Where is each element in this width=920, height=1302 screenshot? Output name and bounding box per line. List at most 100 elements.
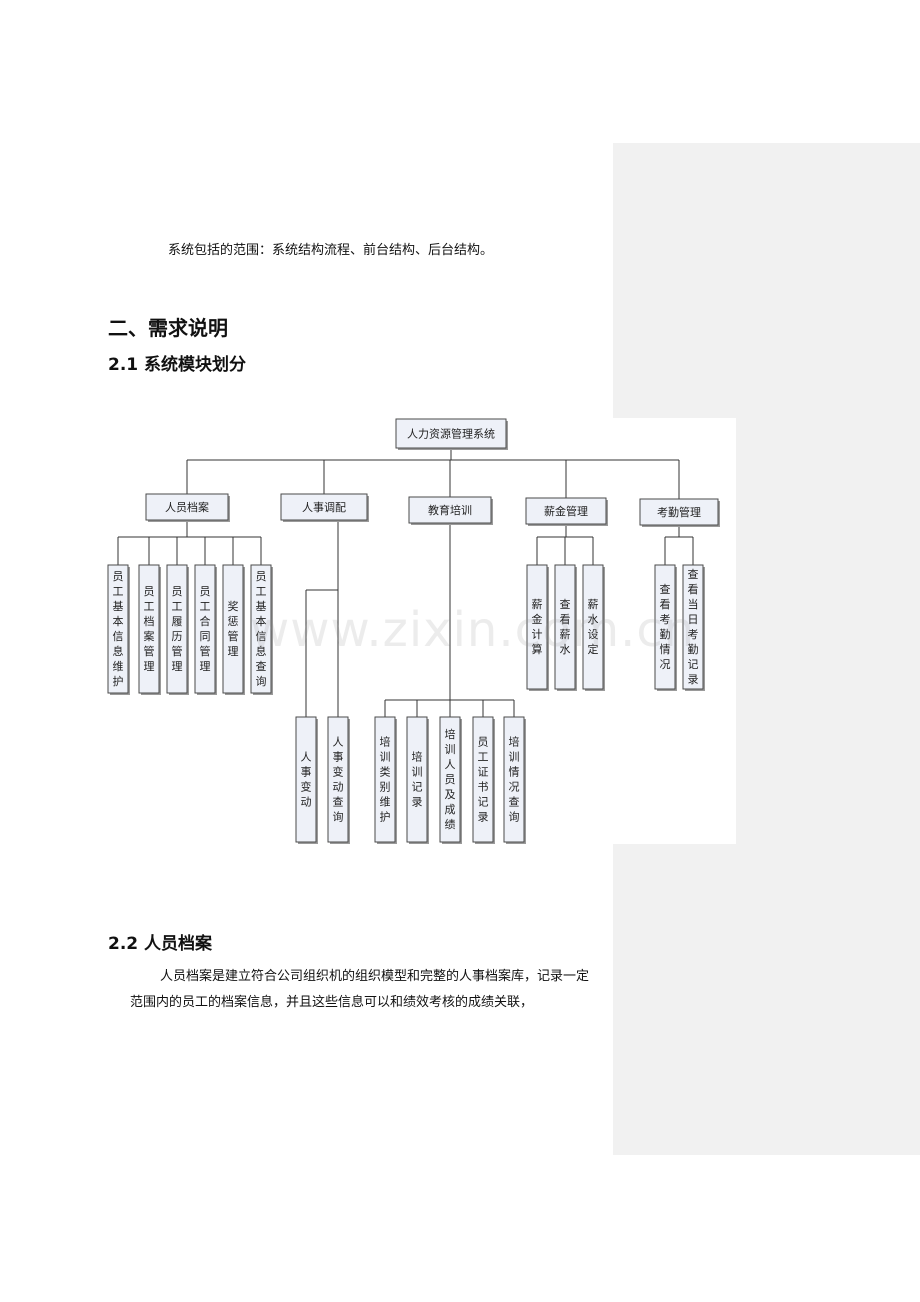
sub-node-2-0-label: 培训类别维护 [380, 735, 391, 824]
box-border [408, 496, 492, 524]
sub-node-2-3: 员工证书记录 [472, 716, 495, 844]
label-char: 记 [688, 658, 699, 671]
sub-node-0-5-label: 员工基本信息查询 [256, 570, 267, 688]
sub-node-0-5: 员工基本信息查询 [250, 564, 273, 695]
label-char: 变 [333, 765, 344, 779]
label-char: 理 [228, 645, 239, 658]
module-node-4: 考勤管理 [639, 498, 720, 527]
label-char: 勤 [688, 643, 699, 656]
label-char: 询 [256, 675, 267, 688]
sub-node-2-4-label: 培训情况查询 [509, 735, 520, 824]
scope-text: 系统包括的范围：系统结构流程、前台结构、后台结构。 [168, 243, 494, 258]
sub-node-0-4: 奖惩管理 [222, 564, 245, 695]
module-node-2-label: 教育培训 [428, 503, 472, 517]
sub-node-0-1-label: 员工档案管理 [144, 585, 155, 673]
label-char: 成 [445, 803, 456, 816]
label-char: 人 [445, 758, 456, 771]
label-char: 管 [228, 629, 239, 643]
label-char: 录 [412, 796, 423, 809]
label-char: 变 [301, 780, 312, 794]
label-char: 情 [509, 766, 520, 779]
label-char: 查 [509, 795, 520, 809]
box-border [166, 564, 188, 694]
label-char: 维 [113, 660, 124, 673]
label-char: 考 [688, 628, 699, 641]
label-char: 员 [144, 585, 155, 598]
box-border [639, 498, 719, 526]
label-char: 看 [688, 582, 699, 596]
sub-node-4-0-label: 查看考勤情况 [660, 582, 671, 671]
sub-node-2-4: 培训情况查询 [503, 716, 526, 844]
label-char: 基 [256, 600, 267, 613]
sub-node-0-2: 员工履历管理 [166, 564, 189, 695]
label-char: 定 [588, 642, 599, 656]
sub-node-4-0: 查看考勤情况 [654, 564, 677, 691]
box-border [526, 564, 548, 690]
box-border [439, 716, 461, 843]
sub-node-2-0: 培训类别维护 [374, 716, 397, 844]
sub-node-0-2-label: 员工履历管理 [172, 585, 183, 673]
label-char: 查 [560, 597, 571, 611]
label-char: 日 [688, 613, 699, 626]
label-char: 息 [113, 644, 124, 658]
chart-nodes: 人力资源管理系统人员档案人事调配教育培训薪金管理考勤管理员工基本信息维护员工档案… [107, 418, 720, 844]
label-char: 息 [256, 644, 267, 658]
sub-node-3-2-label: 薪水设定 [588, 598, 599, 656]
label-char: 记 [478, 796, 489, 809]
label-char: 录 [478, 811, 489, 824]
sub-node-2-2: 培训人员及成绩 [439, 716, 462, 844]
label-char: 水 [588, 613, 599, 626]
sub-node-1-0: 人事变动 [295, 716, 318, 844]
label-char: 看 [560, 612, 571, 626]
module-node-3-label: 薪金管理 [544, 504, 588, 518]
label-char: 基 [113, 600, 124, 613]
label-char: 金 [532, 612, 543, 626]
label-char: 员 [172, 585, 183, 598]
label-char: 理 [144, 660, 155, 673]
box-border [374, 716, 396, 843]
label-char: 管 [200, 644, 211, 658]
module-node-3: 薪金管理 [525, 497, 608, 526]
label-char: 动 [301, 796, 312, 809]
label-char: 档 [144, 614, 155, 628]
label-char: 水 [560, 643, 571, 656]
label-char: 训 [412, 766, 423, 779]
label-char: 信 [256, 630, 267, 643]
label-char: 训 [380, 751, 391, 764]
label-char: 理 [172, 660, 183, 673]
sub-node-2-2-label: 培训人员及成绩 [445, 727, 456, 831]
sub-node-3-1-label: 查看薪水 [560, 597, 571, 656]
label-char: 管 [172, 644, 183, 658]
box-border [582, 564, 604, 690]
label-char: 勤 [660, 628, 671, 641]
label-char: 况 [660, 658, 671, 671]
label-char: 工 [172, 600, 183, 613]
label-char: 维 [380, 796, 391, 809]
sub-node-4-1: 查看当日考勤记录 [682, 564, 705, 691]
box-border [525, 497, 607, 525]
sub-node-0-4-label: 奖惩管理 [228, 599, 239, 658]
label-char: 本 [256, 614, 267, 628]
label-char: 人 [301, 751, 312, 764]
sub-node-2-1: 培训记录 [406, 716, 429, 844]
sub-node-0-0: 员工基本信息维护 [107, 564, 130, 695]
watermark: www.zixin.com.cn [250, 602, 696, 658]
sub-node-2-1-label: 培训记录 [412, 750, 423, 809]
sub-node-3-1: 查看薪水 [554, 564, 577, 691]
label-char: 绩 [445, 818, 456, 831]
box-border [280, 493, 368, 521]
box-border [682, 564, 704, 690]
label-char: 工 [200, 600, 211, 613]
box-border [222, 564, 244, 694]
box-border [194, 564, 216, 694]
sub-node-0-3: 员工合同管理 [194, 564, 217, 695]
label-char: 书 [478, 781, 489, 794]
box-border [472, 716, 494, 843]
label-char: 看 [660, 597, 671, 611]
root-node-label: 人力资源管理系统 [407, 427, 495, 441]
box-border [145, 493, 229, 521]
module-node-0: 人员档案 [145, 493, 230, 522]
label-char: 培 [509, 735, 520, 749]
label-char: 履 [172, 615, 183, 628]
